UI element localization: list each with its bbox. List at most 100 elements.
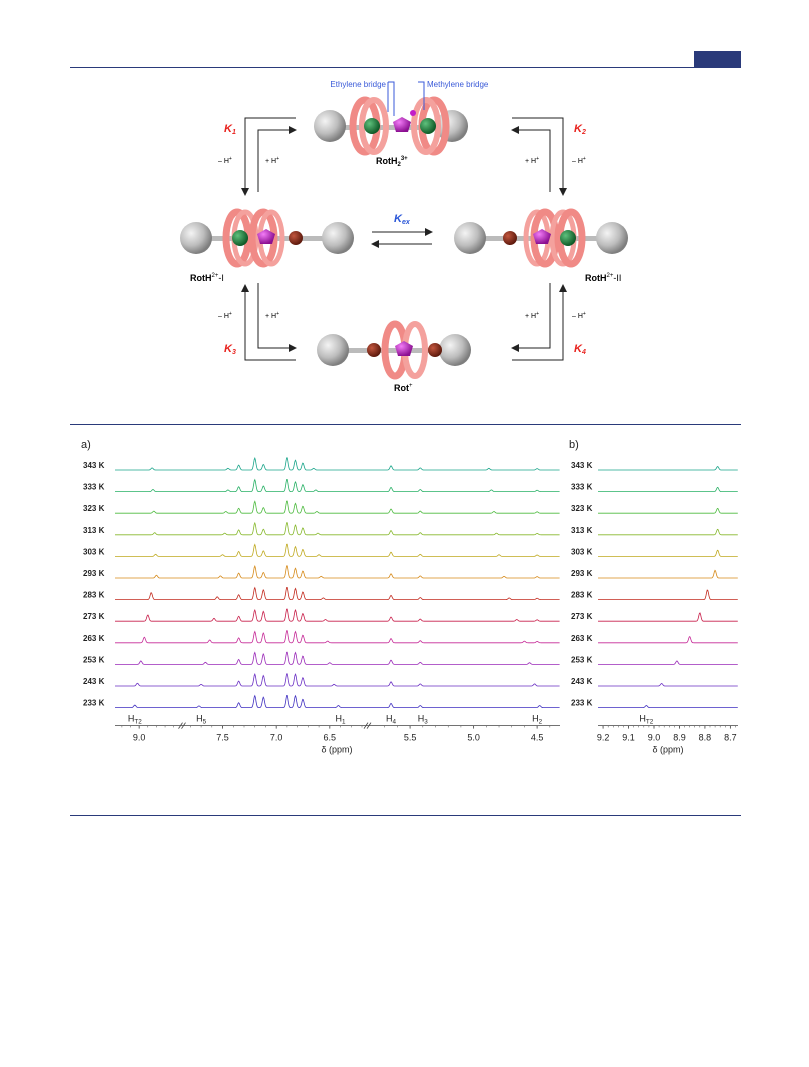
magenta-station xyxy=(533,229,551,244)
label-k1: K1 xyxy=(224,123,236,136)
panel-a-temp-label: 293 K xyxy=(83,569,105,578)
panel-a-temp-label: 333 K xyxy=(83,483,105,492)
brown-station xyxy=(289,231,303,245)
x-tick-label: 9.0 xyxy=(648,733,661,743)
panel-b-temp-label: 323 K xyxy=(571,504,593,513)
x-tick-label: 8.8 xyxy=(699,733,712,743)
stopper-sphere xyxy=(317,334,349,366)
panel-a-spectrum-trace xyxy=(115,608,560,622)
panel-a-spectrum-trace xyxy=(115,478,560,492)
x-tick-label: 9.2 xyxy=(597,733,610,743)
panel-a-spectrum-trace xyxy=(115,673,560,687)
peak-label: HT2 xyxy=(128,714,142,726)
panel-a-temp-label: 243 K xyxy=(83,677,105,686)
panel-b-temp-label: 303 K xyxy=(571,547,593,556)
brown-station xyxy=(503,231,517,245)
x-tick-label: 5.0 xyxy=(467,733,480,743)
panel-b-spectrum-trace xyxy=(598,612,738,622)
peak-label: H4 xyxy=(386,714,397,726)
axis-break-mark xyxy=(363,722,369,729)
axle xyxy=(333,348,453,353)
arrows-top-right xyxy=(511,117,567,196)
panel-a-x-axis-label: δ (ppm) xyxy=(321,745,352,755)
panel-b-spectrum-trace xyxy=(598,635,738,644)
ring xyxy=(248,208,278,268)
green-station xyxy=(420,118,436,134)
panel-a-temp-label: 343 K xyxy=(83,461,105,470)
magenta-station xyxy=(393,117,411,132)
panel-a-temp-label: 263 K xyxy=(83,634,105,643)
brown-station xyxy=(428,343,442,357)
ring xyxy=(411,97,441,155)
panel-b-temp-label: 253 K xyxy=(571,655,593,664)
x-tick-label: 5.5 xyxy=(404,733,417,743)
panel-b-temp-label: 273 K xyxy=(571,612,593,621)
brown-station xyxy=(367,343,381,357)
stopper-sphere xyxy=(454,222,486,254)
label-plus-h-tl: + H+ xyxy=(265,156,279,165)
stopper-sphere xyxy=(322,222,354,254)
green-station xyxy=(560,230,576,246)
panel-a-spectrum-trace xyxy=(115,500,560,514)
stopper-sphere xyxy=(596,222,628,254)
arrows-top-left xyxy=(241,117,297,196)
callout-line xyxy=(418,81,425,110)
label-minus-h-tl: – H+ xyxy=(218,156,232,165)
peak-label: H5 xyxy=(196,714,207,726)
label-roth-2plus-ii: RotH2+-II xyxy=(585,273,621,283)
peak-label: H3 xyxy=(418,714,429,726)
panel-b-temp-label: 333 K xyxy=(571,483,593,492)
panel-b-x-axis-label: δ (ppm) xyxy=(652,745,683,755)
panel-b-temp-label: 293 K xyxy=(571,569,593,578)
label-k4: K4 xyxy=(574,343,586,356)
panel-a-temp-label: 233 K xyxy=(83,699,105,708)
x-tick-label: 7.0 xyxy=(270,733,283,743)
panel-a-temp-label: 303 K xyxy=(83,547,105,556)
label-rot-plus: Rot+ xyxy=(394,383,413,393)
axis-break-mark xyxy=(366,722,372,729)
stopper-sphere xyxy=(180,222,212,254)
panel-a-spectrum-trace xyxy=(115,651,560,665)
ring xyxy=(530,208,560,268)
panel-b-spectrum-trace xyxy=(598,507,738,514)
page-rule-top xyxy=(70,67,741,68)
magenta-station xyxy=(395,341,413,356)
label-minus-h-br: – H+ xyxy=(572,311,586,320)
ring xyxy=(359,97,389,155)
protonation-scheme: Ethylene bridge Methylene bridge RotH23+… xyxy=(180,80,628,393)
panel-a-label: a) xyxy=(81,439,91,451)
panel-a-temp-label: 273 K xyxy=(83,612,105,621)
label-k2: K2 xyxy=(574,123,586,136)
panel-a-spectrum-trace xyxy=(115,630,560,644)
magenta-station xyxy=(257,229,275,244)
panel-b-spectrum-trace xyxy=(598,528,738,536)
label-plus-h-bl: + H+ xyxy=(265,311,279,320)
green-station xyxy=(232,230,248,246)
green-station xyxy=(364,118,380,134)
panel-a-temp-label: 313 K xyxy=(83,526,105,535)
panel-a-spectrum-trace xyxy=(115,694,560,708)
panel-a-spectrum-trace xyxy=(115,543,560,557)
peak-label: H2 xyxy=(532,714,543,726)
molecule-left: RotH2+-I xyxy=(180,208,354,283)
axis-break-mark xyxy=(178,722,183,729)
panel-a-temp-label: 323 K xyxy=(83,504,105,513)
ethylene-bridge-label: Ethylene bridge xyxy=(330,80,386,89)
x-tick-label: 8.9 xyxy=(673,733,686,743)
panel-a-temp-label: 253 K xyxy=(83,655,105,664)
panel-b-spectrum-trace xyxy=(598,705,738,708)
x-tick-label: 9.1 xyxy=(622,733,635,743)
panel-b-spectrum-trace xyxy=(598,487,738,492)
panel-b-temp-label: 233 K xyxy=(571,699,593,708)
panel-b-temp-label: 343 K xyxy=(571,461,593,470)
panel-a-spectrum-trace xyxy=(115,457,560,471)
molecule-right: RotH2+-II xyxy=(454,208,628,283)
panel-b-label: b) xyxy=(569,439,579,451)
label-plus-h-br: + H+ xyxy=(525,311,539,320)
panel-b-temp-label: 283 K xyxy=(571,591,593,600)
panel-b-spectrum-trace xyxy=(598,549,738,557)
panel-b-spectrum-trace xyxy=(598,569,738,579)
page-rule-bottom xyxy=(70,815,741,816)
magenta-dot xyxy=(410,110,416,116)
panel-b-temp-label: 263 K xyxy=(571,634,593,643)
